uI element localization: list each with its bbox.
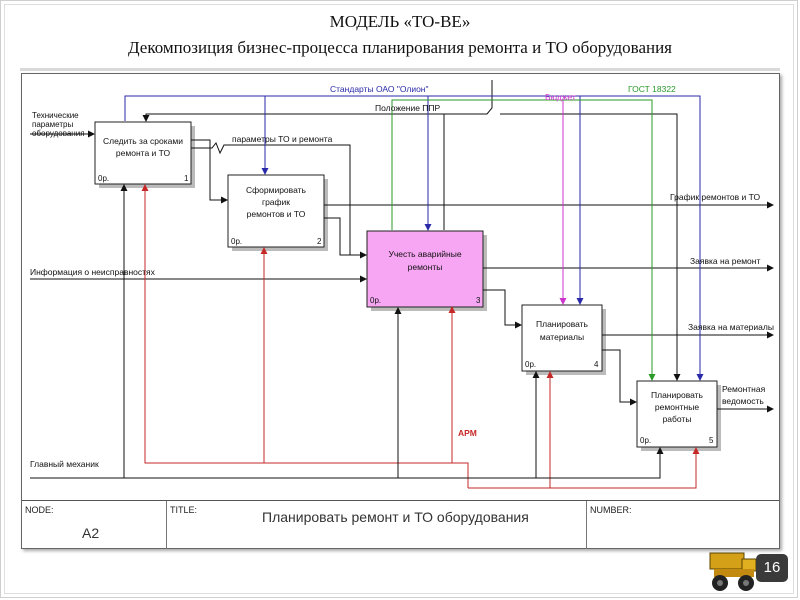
arrow-params-to xyxy=(191,142,351,255)
arrow-arm-box5 xyxy=(550,447,700,489)
box-3-label-line1: Учесть аварийные xyxy=(388,249,461,259)
arrow-arm-box1 xyxy=(141,184,469,488)
label-tech-params-l3: оборудования xyxy=(32,129,85,138)
activity-box-2[interactable]: Сформировать график ремонтов и ТО 0р. 2 xyxy=(227,174,325,248)
idef0-footer: NODE: А2 TITLE: Планировать ремонт и ТО … xyxy=(22,500,779,549)
label-arm: АРМ xyxy=(458,428,477,438)
arrow-arm-box4 xyxy=(468,371,554,489)
footer-node-value: А2 xyxy=(82,525,100,541)
label-repair-sheet-l2: ведомость xyxy=(722,396,764,406)
activity-box-5[interactable]: Планировать ремонтные работы 0р. 5 xyxy=(636,380,718,448)
label-schedule: График ремонтов и ТО xyxy=(670,192,760,202)
footer-title-label: TITLE: xyxy=(170,505,198,515)
box-5-label-line3: работы xyxy=(663,414,692,424)
box-4-cost: 0р. xyxy=(525,360,536,369)
control-arrows-black xyxy=(142,80,681,381)
label-chief-mechanic: Главный механик xyxy=(30,459,99,469)
box-3-label-line2: ремонты xyxy=(408,262,443,272)
label-params-to: параметры ТО и ремонта xyxy=(232,134,333,144)
slide-title: МОДЕЛЬ «ТО-ВЕ» xyxy=(329,12,471,31)
label-standards: Стандарты ОАО "Олион" xyxy=(330,84,429,94)
label-repair-sheet-l1: Ремонтная xyxy=(722,384,766,394)
footer-node-cell: NODE: А2 xyxy=(22,501,167,549)
label-tech-params-l2: параметры xyxy=(32,120,73,129)
input-arrows xyxy=(30,130,774,413)
box-4-label-line2: материалы xyxy=(540,332,584,342)
box-2-number: 2 xyxy=(317,237,322,246)
label-info-faults: Информация о неисправностях xyxy=(30,267,156,277)
box-2-label-line1: Сформировать xyxy=(246,185,306,195)
footer-number-cell: NUMBER: xyxy=(587,501,779,549)
mechanism-arrows-chief xyxy=(30,184,664,479)
title-separator xyxy=(20,68,780,71)
footer-node-label: NODE: xyxy=(25,505,54,515)
box-2-label-line2: график xyxy=(262,197,290,207)
footer-title-value: Планировать ремонт и ТО оборудования xyxy=(262,509,529,525)
activity-box-3[interactable]: Учесть аварийные ремонты 0р. 3 xyxy=(366,230,484,308)
box-5-cost: 0р. xyxy=(640,436,651,445)
box-1-label-line1: Следить за сроками xyxy=(103,136,183,146)
label-materials-request: Заявка на материалы xyxy=(688,322,774,332)
arrow-ppr-box1 xyxy=(142,80,493,122)
control-arrows-gost xyxy=(391,99,656,381)
control-arrows-standards xyxy=(124,95,704,381)
mechanism-arrows-arm xyxy=(141,184,700,489)
arrow-box1-to-box2 xyxy=(191,139,228,204)
label-ppr: Положение ППР xyxy=(375,103,441,113)
box-2-label-line3: ремонтов и ТО xyxy=(247,209,306,219)
box-1-cost: 0р. xyxy=(98,174,109,183)
slide-inner-frame xyxy=(4,4,794,594)
box-2-cost: 0р. xyxy=(231,237,242,246)
label-budget: Бюджет xyxy=(545,92,576,102)
activity-box-1[interactable]: Следить за сроками ремонта и ТО 0р. 1 xyxy=(94,121,192,185)
box-5-label-line2: ремонтные xyxy=(655,402,699,412)
footer-number-label: NUMBER: xyxy=(590,505,632,515)
arrow-box3-to-box4 xyxy=(483,289,522,329)
activity-box-4[interactable]: Планировать материалы 0р. 4 xyxy=(521,304,603,372)
arrow-standards-box5 xyxy=(124,95,704,381)
arrow-box4-to-box5 xyxy=(602,349,637,406)
arrow-chief-box5 xyxy=(30,447,664,479)
box-4-number: 4 xyxy=(594,360,599,369)
label-gost: ГОСТ 18322 xyxy=(628,84,676,94)
box-5-number: 5 xyxy=(709,436,714,445)
label-tech-params-l1: Технические xyxy=(32,111,79,120)
box-1-label-line2: ремонта и ТО xyxy=(116,148,171,158)
dump-truck-icon xyxy=(709,552,757,591)
label-repair-request: Заявка на ремонт xyxy=(690,256,760,266)
box-4-label-line1: Планировать xyxy=(536,319,589,329)
footer-title-cell: TITLE: Планировать ремонт и ТО оборудова… xyxy=(167,501,587,549)
box-1-number: 1 xyxy=(184,174,189,183)
box-3-cost: 0р. xyxy=(370,296,381,305)
page-number-badge: 16 xyxy=(756,554,788,582)
box-5-label-line1: Планировать xyxy=(651,390,704,400)
box-3-number: 3 xyxy=(476,296,481,305)
arrow-gost-box5 xyxy=(391,99,656,381)
arrow-box2-to-box3 xyxy=(324,217,367,259)
slide-subtitle: Декомпозиция бизнес-процесса планировани… xyxy=(127,38,673,57)
arrow-ppr-box5 xyxy=(500,113,681,381)
